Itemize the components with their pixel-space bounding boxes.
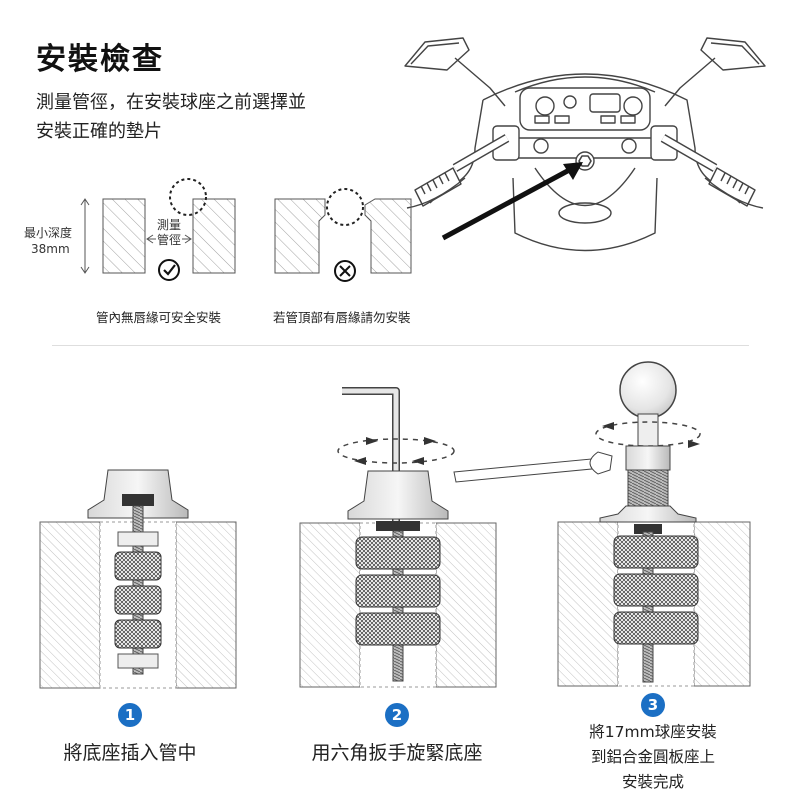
step-3-badge: 3	[641, 693, 665, 717]
min-depth-value: 38mm	[31, 242, 70, 256]
step-2-badge: 2	[385, 703, 409, 727]
step2-illustration	[299, 387, 497, 688]
step-3-line-1: 將17mm球座安裝	[589, 723, 717, 741]
intro-line-1: 測量管徑，在安裝球座之前選擇並	[36, 92, 306, 113]
check-icon	[158, 259, 180, 281]
step-3-line-3: 安裝完成	[621, 773, 684, 791]
step1-illustration	[39, 469, 237, 689]
step-2-text: 用六角扳手旋緊底座	[311, 742, 483, 764]
ng-caption: 若管頂部有唇緣請勿安裝	[273, 310, 411, 325]
ok-caption: 管內無唇緣可安全安裝	[96, 310, 222, 325]
intro-text: 測量管徑，在安裝球座之前選擇並 安裝正確的墊片	[36, 88, 376, 146]
lip-wall-left	[274, 198, 326, 274]
tube-measurement-diagram	[80, 178, 412, 282]
section-divider	[52, 345, 749, 346]
step-1-badge: 1	[118, 703, 142, 727]
min-depth-label: 最小深度	[24, 226, 73, 240]
step-3-line-2: 到鋁合金圓板座上	[590, 748, 715, 766]
motorcycle-cockpit-illustration	[404, 37, 766, 252]
tube-wall-left	[102, 198, 146, 274]
lip-wall-right	[364, 198, 412, 274]
step-3-text: 將17mm球座安裝 到鋁合金圓板座上 安裝完成	[560, 720, 746, 795]
step-1-text: 將底座插入管中	[63, 742, 197, 764]
page-title: 安裝檢查	[36, 42, 164, 77]
cross-icon	[334, 260, 356, 282]
measure-diameter-label: 測量 管徑	[156, 218, 183, 248]
step3-illustration	[453, 361, 751, 687]
measure-label-line-1: 測量	[157, 218, 182, 232]
tube-wall-right	[192, 198, 236, 274]
intro-line-2: 安裝正確的墊片	[36, 121, 162, 142]
measure-label-line-2: 管徑	[157, 233, 182, 247]
